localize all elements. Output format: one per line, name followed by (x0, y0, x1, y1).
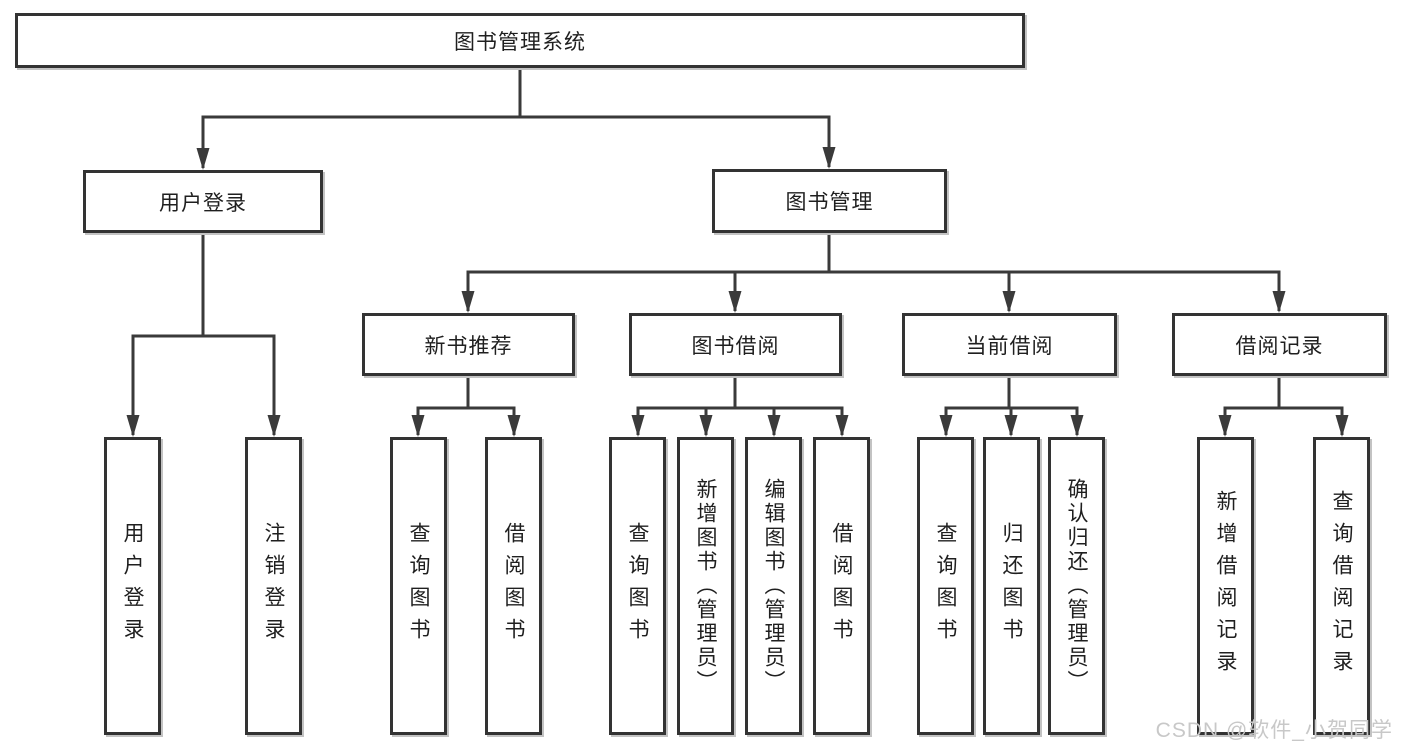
leaf-borrow-books: 借阅图书 (813, 437, 870, 735)
node-label: 图书管理系统 (454, 30, 586, 54)
leaf-label: 用户登录 (121, 522, 144, 650)
leaf-label: 借阅图书 (502, 522, 525, 650)
node-label: 图书管理 (785, 191, 874, 214)
leaf-borrow-books: 借阅图书 (485, 437, 542, 735)
leaf-logout: 注销登录 (245, 437, 302, 735)
leaf-label: 借阅图书 (830, 522, 853, 650)
node-new-book-recommend: 新书推荐 (362, 313, 575, 376)
leaf-label: 查询借阅记录 (1330, 490, 1353, 682)
node-label: 借阅记录 (1235, 334, 1324, 358)
csdn-watermark: CSDN @软件_小贺同学 (1155, 719, 1393, 742)
node-label: 当前借阅 (965, 334, 1054, 358)
leaf-query-books: 查询图书 (917, 437, 974, 735)
node-label: 用户登录 (159, 191, 247, 215)
leaf-user-login: 用户登录 (104, 437, 161, 735)
node-root-system: 图书管理系统 (15, 13, 1025, 68)
node-user-login: 用户登录 (83, 170, 323, 233)
leaf-label: 查询图书 (934, 522, 957, 650)
leaf-edit-books-admin: 编辑图书（管理员） (745, 437, 802, 735)
leaf-label: 注销登录 (262, 522, 285, 650)
leaf-label: 归还图书 (1000, 522, 1023, 650)
leaf-label: 新增借阅记录 (1214, 490, 1237, 682)
node-borrow-records: 借阅记录 (1172, 313, 1387, 376)
leaf-label: 确认归还（管理员） (1065, 478, 1088, 694)
node-label: 图书借阅 (691, 334, 780, 358)
node-label: 新书推荐 (424, 334, 513, 358)
leaf-add-borrow-record: 新增借阅记录 (1197, 437, 1254, 735)
node-current-borrow: 当前借阅 (902, 313, 1117, 376)
leaf-confirm-return-admin: 确认归还（管理员） (1048, 437, 1105, 735)
leaf-query-borrow-record: 查询借阅记录 (1313, 437, 1370, 735)
leaf-label: 查询图书 (407, 522, 430, 650)
leaf-label: 编辑图书（管理员） (762, 478, 785, 694)
leaf-query-books: 查询图书 (609, 437, 666, 735)
leaf-add-books-admin: 新增图书（管理员） (677, 437, 734, 735)
node-book-management: 图书管理 (712, 169, 947, 233)
leaf-query-books: 查询图书 (390, 437, 447, 735)
node-book-borrow: 图书借阅 (629, 313, 842, 376)
leaf-return-books: 归还图书 (983, 437, 1040, 735)
leaf-label: 查询图书 (626, 522, 649, 650)
leaf-label: 新增图书（管理员） (694, 478, 717, 694)
